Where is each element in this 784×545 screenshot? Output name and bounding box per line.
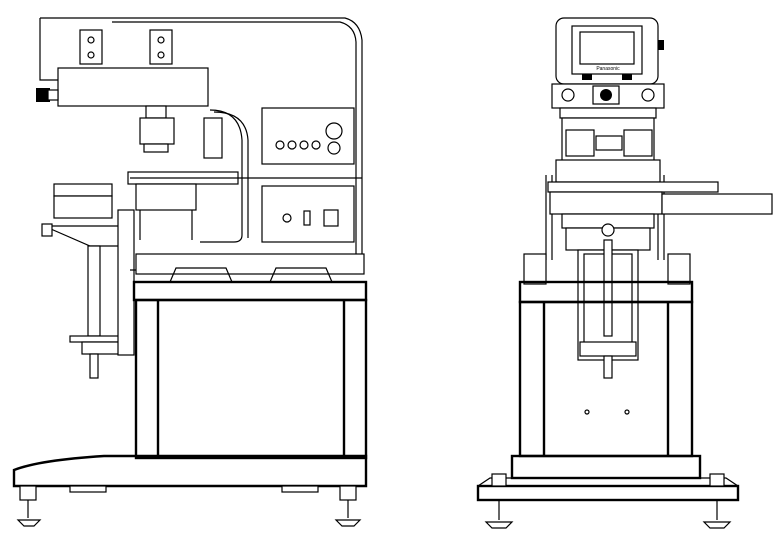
front-foot-right [702,500,732,529]
leveling-foot-right [334,500,362,527]
fixture-table [53,195,113,219]
tray-extension [661,193,773,215]
control-panel-lower [261,185,355,243]
base-plate [12,454,368,488]
cabinet [134,298,368,460]
clamp-right [149,29,173,65]
touch-screen [579,31,635,65]
emergency-stop [36,88,50,102]
front-view: Panasonic [476,17,773,529]
pad [139,117,175,145]
table-top [132,280,368,302]
side-view [12,17,368,527]
button-right [641,88,655,102]
front-foot-left [484,500,514,529]
cylinder [203,117,223,159]
print-head-block [57,67,209,107]
slide-rail [549,191,663,215]
base-plate-front [476,484,740,502]
button-left [561,88,575,102]
clamp-left [79,29,103,65]
logo: Panasonic [596,66,620,72]
selector-knob [600,89,612,101]
control-panel-upper [261,107,355,165]
leveling-foot-left [16,500,42,527]
upper-frame [40,17,363,270]
